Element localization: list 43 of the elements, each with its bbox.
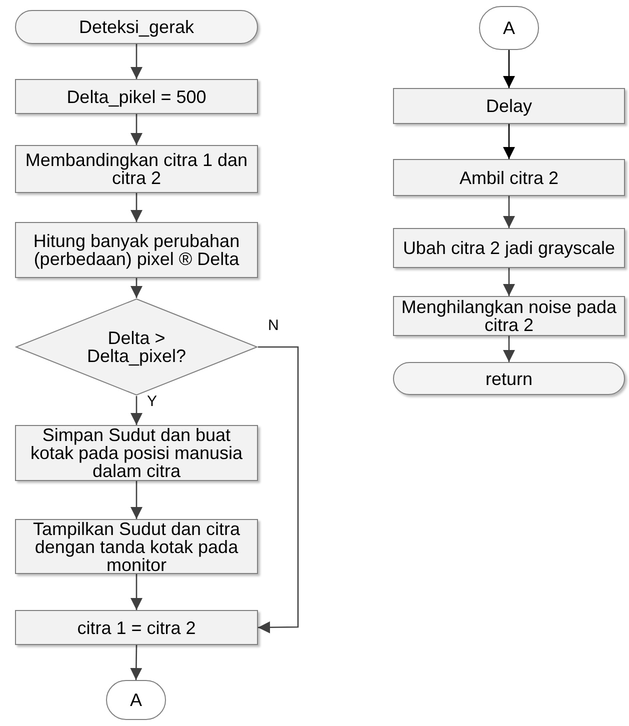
arrow xyxy=(258,346,299,634)
process-box xyxy=(15,145,258,193)
node-text: Ambil citra 2 xyxy=(458,168,560,186)
node-text: Membandingkan citra 1 dan citra 2 xyxy=(24,151,249,187)
edge-label: N xyxy=(266,318,281,333)
process-box xyxy=(393,296,625,336)
arrow xyxy=(130,645,142,680)
arrow xyxy=(130,44,142,79)
arrow xyxy=(130,574,142,610)
arrow xyxy=(130,481,142,519)
terminator-shape xyxy=(393,362,625,395)
arrow xyxy=(503,268,515,296)
node-text: Simpan Sudut dan buat kotak pada posisi manusia dalam citra xyxy=(29,426,244,480)
arrow xyxy=(130,114,142,145)
process-box xyxy=(393,228,625,268)
node-text: Menghilangkan noise pada citra 2 xyxy=(400,298,618,334)
arrow xyxy=(503,50,515,88)
arrow xyxy=(503,336,515,362)
node-text: Ubah citra 2 jadi grayscale xyxy=(402,239,616,257)
node-text: A xyxy=(128,691,143,709)
node-text: A xyxy=(502,19,516,37)
decision-diamond xyxy=(15,298,258,396)
process-box xyxy=(15,79,258,114)
arrow xyxy=(130,278,142,298)
node-text: Delta_pikel = 500 xyxy=(66,88,208,106)
terminator-shape xyxy=(15,10,258,44)
edge-label: Y xyxy=(145,394,160,409)
node-text: Deteksi_gerak xyxy=(78,18,196,36)
process-box xyxy=(15,222,258,278)
arrow xyxy=(503,124,515,159)
process-box xyxy=(15,519,258,574)
node-text: Delay xyxy=(484,97,534,115)
arrow xyxy=(130,396,142,425)
arrow xyxy=(130,193,142,222)
process-box xyxy=(15,610,258,645)
arrow xyxy=(503,196,515,228)
node-text: Tampilkan Sudut dan citra dengan tanda kotak pada monitor xyxy=(32,520,242,574)
node-text: Hitung banyak perubahan (perbedaan) pixel ® Delta xyxy=(32,232,241,268)
process-box xyxy=(393,159,625,196)
node-text: citra 1 = citra 2 xyxy=(76,618,197,636)
process-box xyxy=(393,88,625,124)
node-text: return xyxy=(484,370,534,388)
node-text: Delta > Delta_pixel? xyxy=(86,329,188,365)
